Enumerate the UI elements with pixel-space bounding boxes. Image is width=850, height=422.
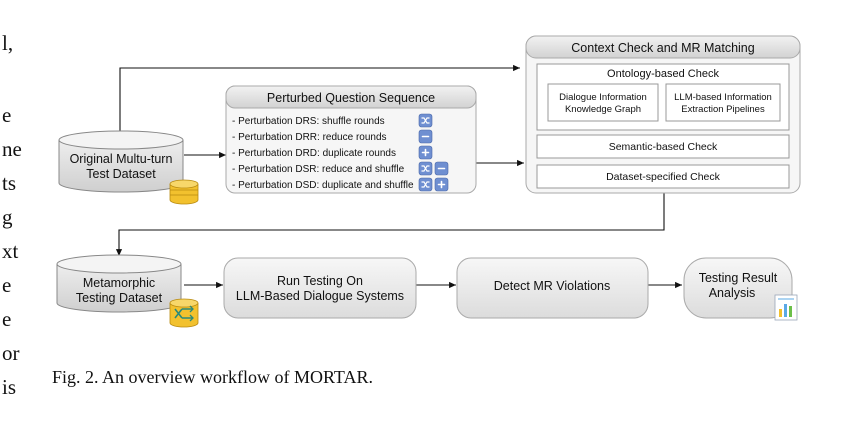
left-text-fragment: or <box>2 341 20 365</box>
perturbed-title: Perturbed Question Sequence <box>267 91 435 105</box>
detect-violations-box: Detect MR Violations <box>456 257 649 319</box>
semantic-check-label: Semantic-based Check <box>609 141 718 153</box>
metamorphic-dataset-cylinder: Metamorphic Testing Dataset <box>56 254 182 313</box>
plus-icon <box>434 177 449 192</box>
dataset-specified-check-box <box>536 164 790 189</box>
left-text-fragment: is <box>2 375 16 399</box>
database-icon <box>169 179 199 205</box>
ontology-check-title: Ontology-based Check <box>607 68 719 80</box>
report-chart-icon <box>774 294 798 321</box>
knowledge-graph-label-2: Knowledge Graph <box>565 104 641 115</box>
arrow-to-context-check <box>119 64 520 136</box>
knowledge-graph-box <box>547 83 659 122</box>
left-text-fragment: ne <box>2 137 22 161</box>
connectors <box>115 64 682 289</box>
perturbed-panel: Perturbed Question Sequence - Perturbati… <box>225 85 477 194</box>
perturbation-item: - Perturbation DRR: reduce rounds <box>232 132 387 143</box>
original-dataset-label-2: Test Dataset <box>86 167 156 181</box>
extraction-pipelines-box <box>665 83 781 122</box>
result-analysis-label-2: Analysis <box>709 286 756 300</box>
left-text-fragment: e <box>2 103 11 127</box>
context-check-title: Context Check and MR Matching <box>571 41 754 55</box>
result-analysis-label-1: Testing Result <box>699 271 778 285</box>
metamorphic-label-2: Testing Dataset <box>76 291 163 305</box>
perturbation-item: - Perturbation DRD: duplicate rounds <box>232 148 396 159</box>
perturbation-item: - Perturbation DSD: duplicate and shuffl… <box>232 180 414 191</box>
left-text-fragment: e <box>2 307 11 331</box>
context-check-panel: Context Check and MR Matching Ontology-b… <box>525 35 801 194</box>
figure-caption: Fig. 2. An overview workflow of MORTAR. <box>52 367 373 387</box>
dataset-specified-check-label: Dataset-specified Check <box>606 171 721 183</box>
perturbation-item: - Perturbation DRS: shuffle rounds <box>232 116 385 127</box>
result-analysis-box: Testing Result Analysis <box>683 257 793 319</box>
semantic-check-box <box>536 134 790 159</box>
extraction-pipelines-label-2: Extraction Pipelines <box>681 104 765 115</box>
run-testing-box: Run Testing On LLM-Based Dialogue System… <box>223 257 417 319</box>
left-text-fragment: xt <box>2 239 19 263</box>
run-testing-label-1: Run Testing On <box>277 274 363 288</box>
shuffle-icon <box>418 161 433 176</box>
left-text-fragment: l, <box>2 31 13 55</box>
shuffle-icon <box>418 177 433 192</box>
run-testing-label-2: LLM-Based Dialogue Systems <box>236 289 404 303</box>
extraction-pipelines-label-1: LLM-based Information <box>674 92 772 103</box>
shuffle-database-icon <box>169 298 199 328</box>
original-dataset-label-1: Original Multu-turn <box>70 152 173 166</box>
left-text-fragment: ts <box>2 171 16 195</box>
plus-icon <box>418 145 433 160</box>
left-text-fragment: g <box>2 205 13 229</box>
original-dataset-cylinder: Original Multu-turn Test Dataset <box>58 130 184 193</box>
detect-violations-label: Detect MR Violations <box>494 279 611 293</box>
minus-icon <box>434 161 449 176</box>
minus-icon <box>418 129 433 144</box>
knowledge-graph-label-1: Dialogue Information <box>559 92 647 103</box>
shuffle-icon <box>418 113 433 128</box>
perturbation-icons <box>418 113 449 192</box>
arrow-to-metamorphic <box>115 193 665 256</box>
left-text-column: l, e ne ts g xt e e or is <box>2 31 22 399</box>
perturbation-item: - Perturbation DSR: reduce and shuffle <box>232 164 405 175</box>
metamorphic-label-1: Metamorphic <box>83 276 155 290</box>
left-text-fragment: e <box>2 273 11 297</box>
